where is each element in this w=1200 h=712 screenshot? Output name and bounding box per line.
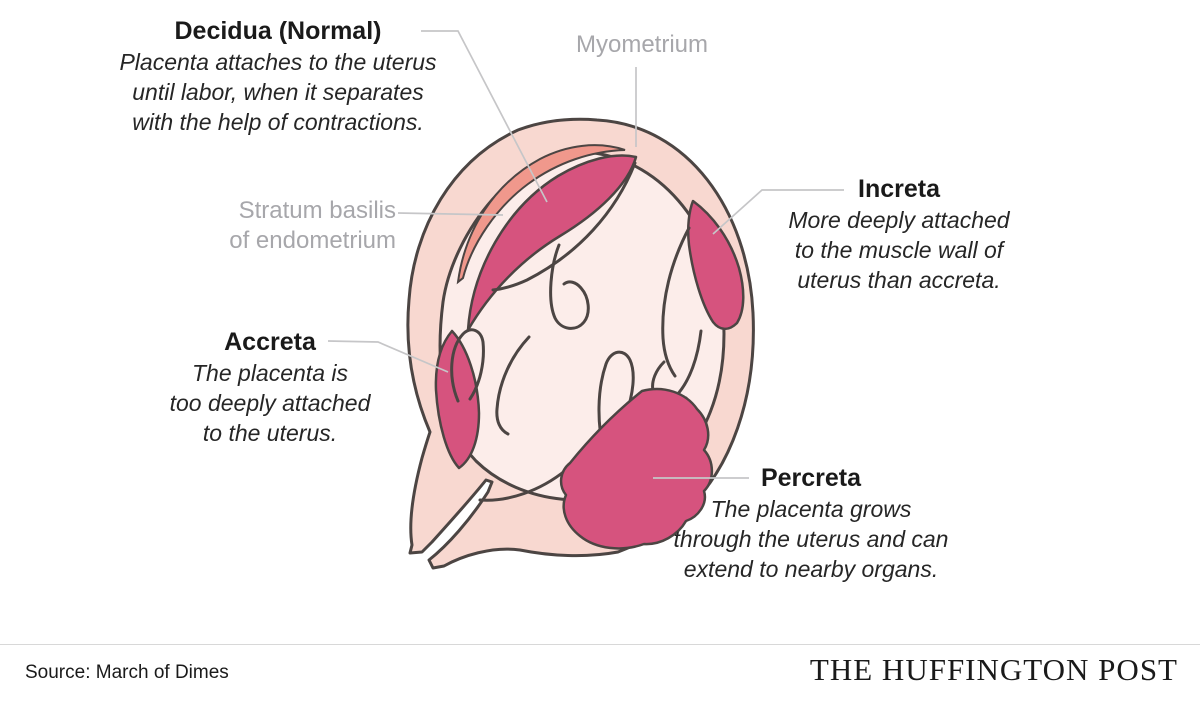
- leader-lines: [327, 30, 844, 479]
- annotation-line: extend to nearby organs.: [683, 556, 939, 582]
- annotation-line: The placenta grows: [710, 496, 912, 522]
- stratum-basilis-layer: [456, 144, 626, 285]
- annotation-line: with the help of contractions.: [132, 109, 424, 135]
- source-credit: Source: March of Dimes: [25, 662, 229, 683]
- annotation-accreta-title: Accreta: [224, 328, 316, 356]
- annotation-decidua-title: Decidua (Normal): [174, 17, 382, 45]
- annotation-line: The placenta is: [192, 360, 348, 386]
- decidua-region: [466, 154, 638, 332]
- increta-leader-line: [712, 189, 844, 235]
- annotation-line: uterus than accreta.: [797, 267, 1001, 293]
- annotation-accreta: Accreta The placenta is too deeply attac…: [95, 326, 445, 448]
- accreta-leader-line: [327, 340, 449, 373]
- annotation-decidua: Decidua (Normal) Placenta attaches to th…: [58, 15, 498, 137]
- annotation-line: until labor, when it separates: [132, 79, 424, 105]
- footer-divider: [0, 644, 1200, 645]
- label-line: of endometrium: [229, 227, 396, 254]
- huffington-post-logo: THE HUFFINGTON POST: [809, 652, 1178, 687]
- annotation-line: to the uterus.: [202, 420, 338, 446]
- annotation-line: to the muscle wall of: [794, 237, 1004, 263]
- annotation-line: More deeply attached: [788, 207, 1010, 233]
- annotation-increta: Increta More deeply attached to the musc…: [736, 173, 1062, 295]
- annotation-percreta-title: Percreta: [760, 464, 862, 492]
- stratum-leader-line: [397, 212, 504, 216]
- label-stratum-basilis: Stratum basilis of endometrium: [130, 196, 396, 256]
- annotation-increta-title: Increta: [858, 175, 940, 203]
- annotation-line: through the uterus and can: [673, 526, 949, 552]
- percreta-region: [559, 387, 714, 550]
- annotation-line: too deeply attached: [169, 390, 371, 416]
- annotation-percreta: Percreta The placenta grows through the …: [625, 462, 997, 584]
- decidua-leader-line: [421, 30, 548, 203]
- label-line: Stratum basilis: [238, 197, 396, 224]
- label-myometrium: Myometrium: [575, 31, 708, 58]
- increta-region: [686, 199, 745, 331]
- annotation-line: Placenta attaches to the uterus: [119, 49, 437, 75]
